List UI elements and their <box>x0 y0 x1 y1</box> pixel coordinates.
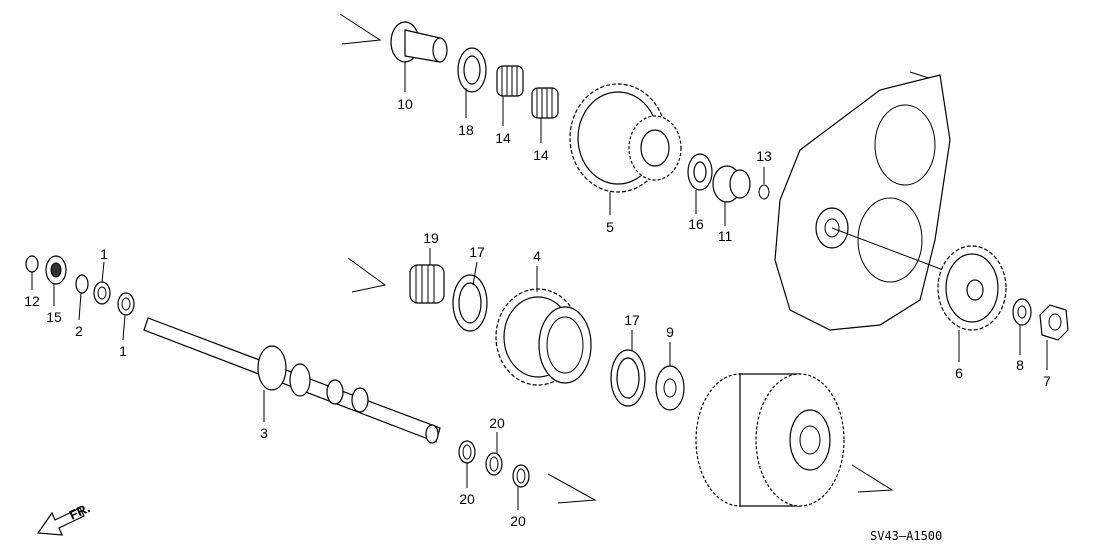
part-2-washer <box>75 274 89 294</box>
part-1-shim-b <box>117 292 135 316</box>
part-17-thrust-bearing-a <box>452 274 488 332</box>
part-19-needle-bearing <box>409 264 445 304</box>
part-4-gear <box>495 288 592 386</box>
callout-6: 6 <box>955 365 963 381</box>
callout-17: 17 <box>624 312 640 328</box>
part-14-needle-bearing-b <box>531 87 559 119</box>
part-12-washer <box>25 255 39 273</box>
callout-13: 13 <box>756 148 772 164</box>
part-20-ring-c <box>512 464 530 488</box>
callout-16: 16 <box>688 216 704 232</box>
part-6-gear <box>937 245 1007 331</box>
front-label: FR. <box>67 500 92 522</box>
part-8-washer <box>1012 298 1032 326</box>
callout-20: 20 <box>510 513 526 529</box>
callout-3: 3 <box>260 425 268 441</box>
part-20-ring-a <box>458 440 476 464</box>
callout-20: 20 <box>459 491 475 507</box>
part-10-collar <box>390 21 448 63</box>
part-11-collar <box>712 165 751 203</box>
callout-14: 14 <box>495 130 511 146</box>
callout-1: 1 <box>119 343 127 359</box>
part-7-nut <box>1039 304 1069 341</box>
callout-10: 10 <box>397 96 413 112</box>
callout-20: 20 <box>489 415 505 431</box>
callout-19: 19 <box>423 230 439 246</box>
callout-8: 8 <box>1016 357 1024 373</box>
callout-labels: 10 18 14 14 5 16 11 13 19 17 4 17 9 6 8 … <box>24 96 1051 529</box>
part-9-washer <box>655 365 685 411</box>
diagram-code: SV43–A1500 <box>870 529 942 543</box>
callout-1: 1 <box>100 246 108 262</box>
callout-14: 14 <box>533 147 549 163</box>
callout-7: 7 <box>1043 373 1051 389</box>
callout-9: 9 <box>666 324 674 340</box>
callout-15: 15 <box>46 309 62 325</box>
callout-5: 5 <box>606 219 614 235</box>
part-17-thrust-bearing-b <box>610 349 646 407</box>
front-arrow: FR. <box>36 500 92 536</box>
callout-2: 2 <box>75 323 83 339</box>
part-13-snap-ring <box>758 184 770 200</box>
housing-cover <box>774 74 976 331</box>
part-5-gear <box>569 83 682 193</box>
callout-18: 18 <box>458 122 474 138</box>
callout-11: 11 <box>718 228 733 244</box>
part-15-bearing <box>45 255 67 285</box>
part-14-needle-bearing-a <box>496 65 524 97</box>
callout-17: 17 <box>469 244 485 260</box>
part-16-washer <box>687 153 713 191</box>
part-1-shim-a <box>93 281 111 305</box>
clutch-assembly <box>695 373 845 507</box>
leader-lines <box>31 62 1048 510</box>
part-3-mainshaft <box>143 317 441 444</box>
part-18-washer <box>457 47 487 93</box>
part-20-ring-b <box>485 452 503 476</box>
callout-4: 4 <box>533 248 541 264</box>
callout-12: 12 <box>24 293 40 309</box>
